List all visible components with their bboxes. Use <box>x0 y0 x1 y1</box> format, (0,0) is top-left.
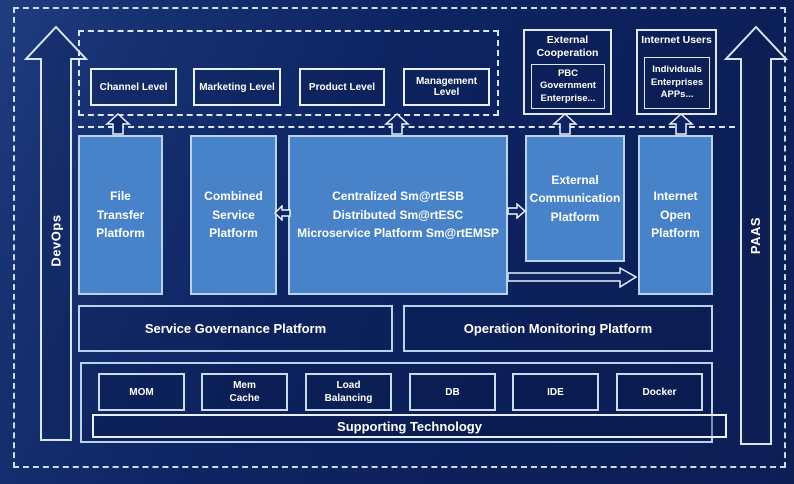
external-cooperation-title: External Cooperation <box>536 34 599 60</box>
up-arrow-icon <box>668 113 694 135</box>
supporting-technology-bar: Supporting Technology <box>92 414 727 438</box>
esb-core-platform-box: Centralized Sm@rtESB Distributed Sm@rtES… <box>288 135 508 295</box>
supporting-technology-tray <box>80 362 713 443</box>
pbc-government-box: PBC Government Enterprise... <box>531 64 605 109</box>
internet-users-box: Internet Users Individuals Enterprises A… <box>636 29 717 115</box>
tech-box-db: DB <box>409 373 496 411</box>
product-level-box: Product Level <box>299 68 385 106</box>
right-arrow-icon <box>507 203 526 219</box>
tech-box-ide: IDE <box>512 373 599 411</box>
tech-box-mom: MOM <box>98 373 185 411</box>
channel-levels-dashed-box <box>78 30 499 116</box>
service-governance-platform-box: Service Governance Platform <box>78 305 393 352</box>
paas-up-arrow-icon <box>724 26 788 445</box>
individuals-box: Individuals Enterprises APPs... <box>644 57 710 109</box>
long-right-arrow-icon <box>508 267 638 288</box>
marketing-level-box: Marketing Level <box>193 68 281 106</box>
internet-users-title: Internet Users <box>641 34 712 46</box>
left-arrow-icon <box>274 205 291 221</box>
channel-level-box: Channel Level <box>90 68 177 106</box>
paas-label: PAAS <box>748 216 764 254</box>
management-level-box: Management Level <box>403 68 490 106</box>
devops-up-arrow-icon <box>24 26 88 441</box>
up-arrow-icon <box>384 113 410 135</box>
tech-box-docker: Docker <box>616 373 703 411</box>
dashed-separator-line <box>78 126 735 128</box>
tech-box-load-balancing: Load Balancing <box>305 373 392 411</box>
paas-label-wrap: PAAS <box>724 195 788 275</box>
up-arrow-icon <box>105 113 131 135</box>
internet-open-platform-box: Internet Open Platform <box>638 135 713 295</box>
operation-monitoring-platform-box: Operation Monitoring Platform <box>403 305 713 352</box>
external-communication-platform-box: External Communication Platform <box>525 135 625 262</box>
devops-label: DevOps <box>48 213 64 267</box>
tech-box-mem-cache: Mem Cache <box>201 373 288 411</box>
up-arrow-icon <box>552 113 578 135</box>
outer-dashed-border <box>13 7 786 468</box>
external-cooperation-box: External Cooperation PBC Government Ente… <box>523 29 612 115</box>
file-transfer-platform-box: File Transfer Platform <box>78 135 163 295</box>
combined-service-platform-box: Combined Service Platform <box>190 135 277 295</box>
